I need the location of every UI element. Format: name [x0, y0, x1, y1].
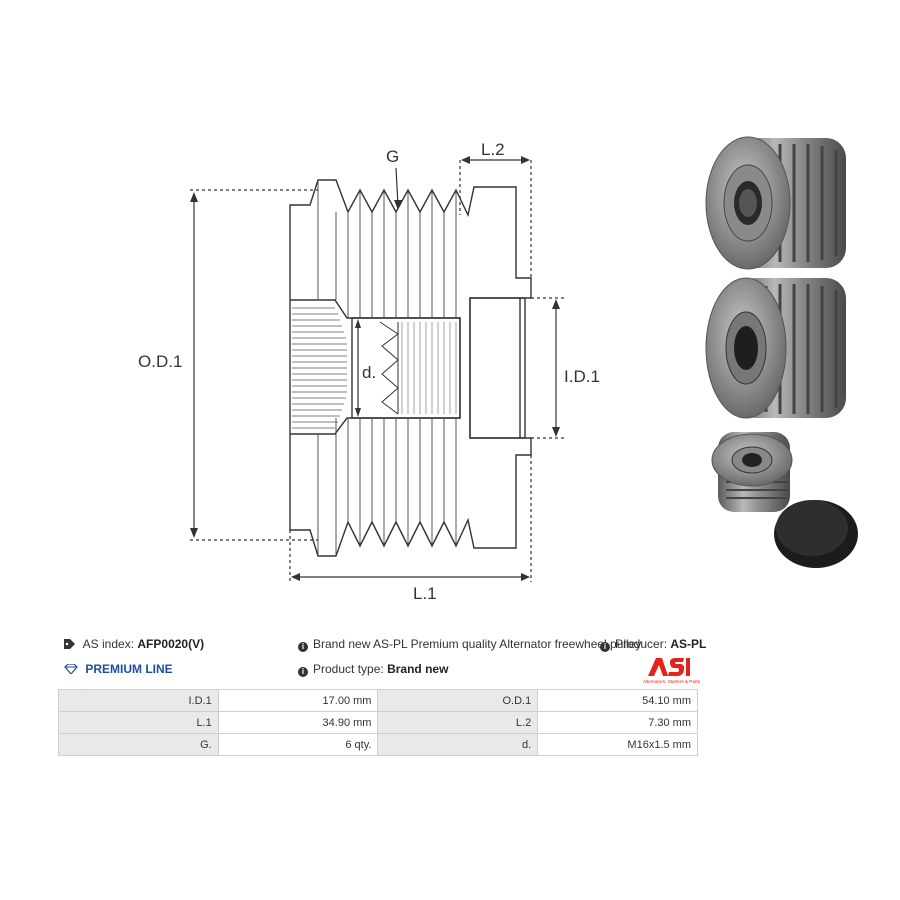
thread-bore — [351, 317, 461, 419]
spec-key: L.2 — [377, 711, 539, 734]
right-bore — [469, 297, 526, 439]
spec-value: 7.30 mm — [537, 711, 698, 734]
specs-table: I.D.1 17.00 mm O.D.1 54.10 mm L.1 34.90 … — [58, 689, 698, 756]
producer-row: i Producer: AS-PL — [600, 637, 706, 652]
info-icon: i — [600, 642, 610, 652]
premium-line-row: PREMIUM LINE — [64, 662, 173, 677]
spec-key: G. — [58, 733, 219, 756]
thread-profile — [379, 321, 399, 415]
producer-value: AS-PL — [670, 637, 707, 651]
spec-key: L.1 — [58, 711, 219, 734]
label-l1: L.1 — [413, 584, 437, 603]
groove-lines — [317, 180, 457, 556]
label-id1: I.D.1 — [564, 367, 600, 386]
label-d: d. — [362, 363, 376, 382]
spec-value: 6 qty. — [217, 733, 379, 756]
label-od1: O.D.1 — [138, 352, 182, 371]
thread-hatch — [401, 322, 457, 414]
table-row: I.D.1 17.00 mm O.D.1 54.10 mm — [58, 689, 698, 712]
product-type-label: Product type: — [313, 662, 384, 676]
label-l2: L.2 — [481, 140, 505, 159]
info-icon: i — [298, 642, 308, 652]
product-photos — [705, 136, 858, 568]
spec-key: O.D.1 — [377, 689, 539, 712]
producer-label: Producer: — [615, 637, 668, 651]
table-row: L.1 34.90 mm L.2 7.30 mm — [58, 711, 698, 734]
tag-icon — [64, 638, 76, 652]
as-index-label: AS index: — [82, 637, 135, 651]
pulley-photo-3 — [711, 432, 793, 512]
table-row: G. 6 qty. d. M16x1.5 mm — [58, 733, 698, 756]
spline-hatch — [292, 307, 347, 429]
diamond-icon — [64, 663, 78, 677]
cap-photo — [774, 500, 858, 568]
description-text: Brand new AS-PL Premium quality Alternat… — [313, 637, 642, 651]
product-type-value: Brand new — [387, 662, 449, 676]
product-type-row: i Product type: Brand new — [298, 662, 448, 677]
as-pl-logo: Alternators, Starters & Parts — [622, 656, 702, 686]
technical-drawing: G L.2 O.D.1 I.D.1 d. L.1 — [138, 140, 600, 603]
spec-value: 17.00 mm — [217, 689, 379, 712]
as-index-row: AS index: AFP0020(V) — [64, 637, 204, 652]
label-g: G — [386, 147, 399, 166]
pulley-photo-1 — [705, 136, 846, 270]
spec-key: d. — [377, 733, 539, 756]
spec-value: 54.10 mm — [537, 689, 698, 712]
pulley-photo-2 — [705, 277, 846, 419]
spec-value: M16x1.5 mm — [537, 733, 698, 756]
extension-lines — [190, 160, 565, 582]
premium-line-label: PREMIUM LINE — [85, 662, 173, 676]
dimension-lines — [190, 156, 560, 581]
spec-value: 34.90 mm — [217, 711, 379, 734]
info-icon: i — [298, 667, 308, 677]
as-index-value: AFP0020(V) — [137, 637, 205, 651]
logo-tagline: Alternators, Starters & Parts — [643, 679, 701, 684]
spec-key: I.D.1 — [58, 689, 219, 712]
